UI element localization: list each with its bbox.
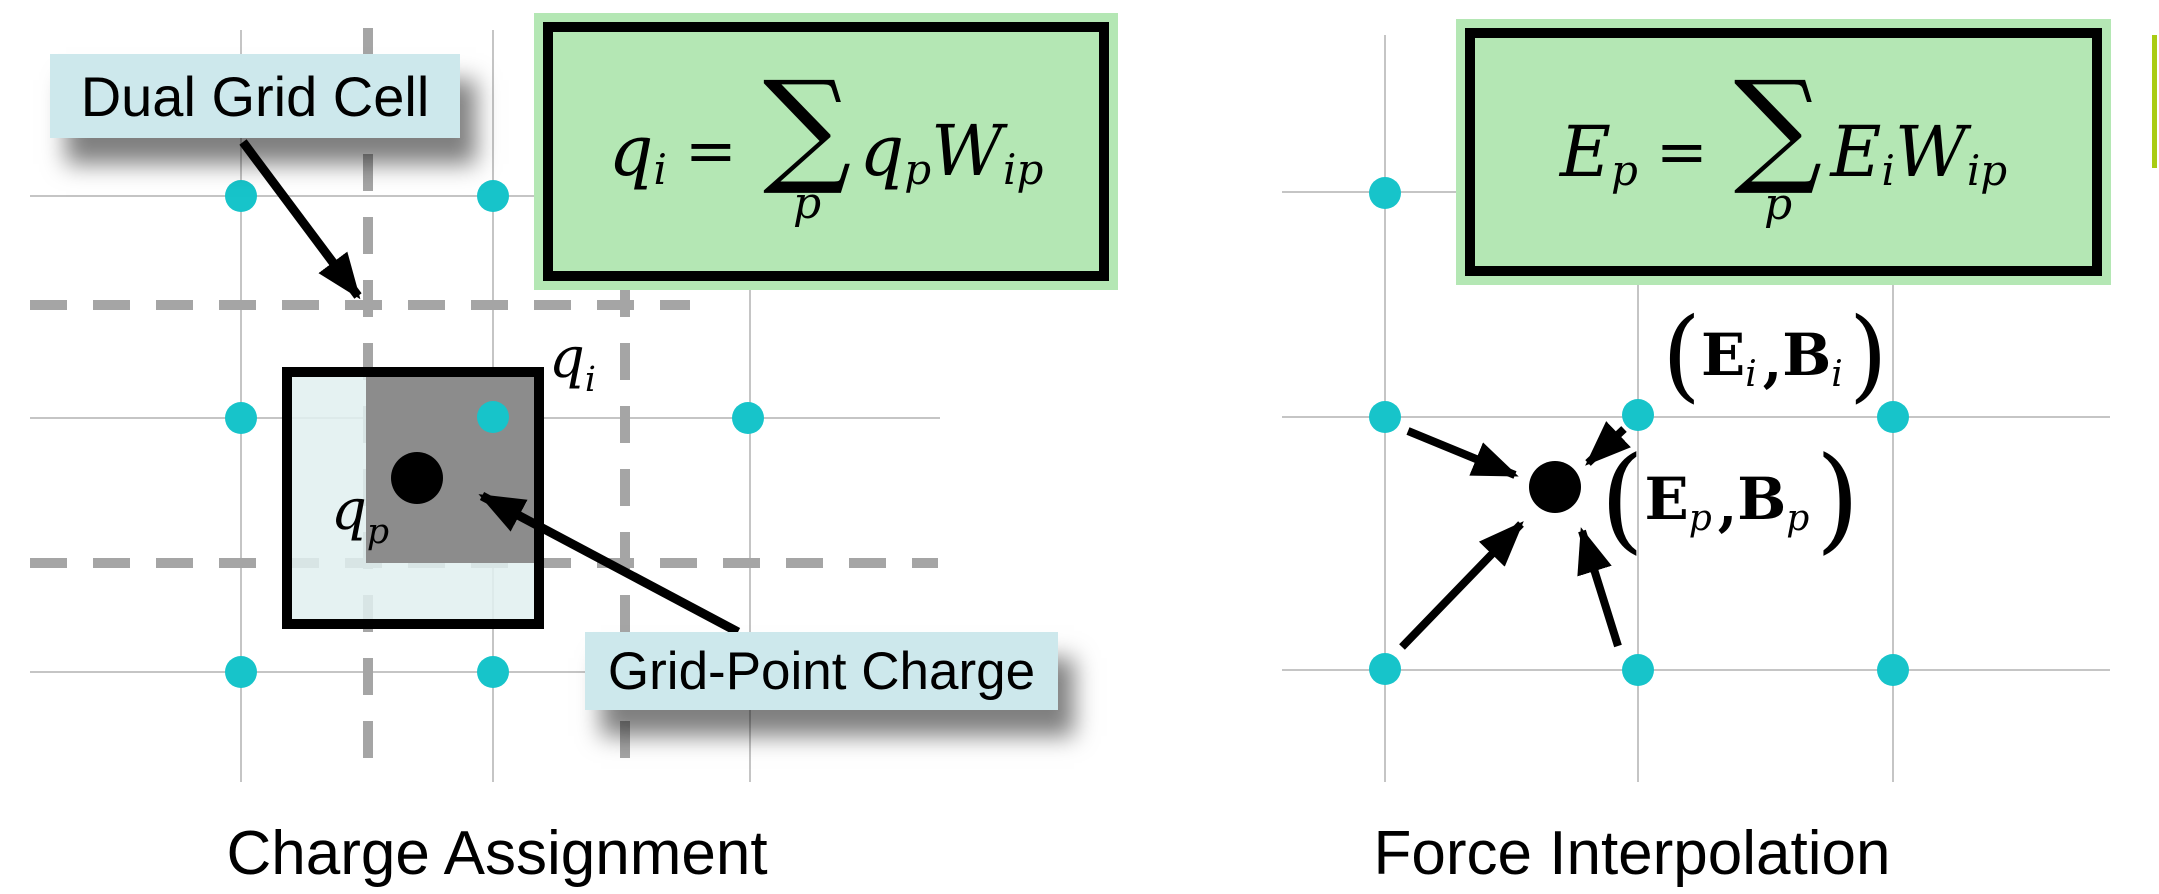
grid-point	[477, 656, 509, 688]
right-panel-caption: Force Interpolation	[1373, 819, 1891, 888]
formula-lhs: q	[608, 110, 654, 193]
grid-point	[1369, 177, 1401, 209]
grid-point	[225, 656, 257, 688]
particle-charge-base: q	[331, 478, 367, 543]
formula-term1: E	[1830, 110, 1882, 193]
formula-lhs-sub: p	[1610, 145, 1638, 195]
sigma-symbol: ∑	[1733, 55, 1823, 200]
formula-term1-sub: i	[1881, 145, 1895, 195]
grid-point	[225, 180, 257, 212]
dual-grid-dashed-horizontal	[30, 300, 690, 310]
formula-term2: W	[931, 110, 1004, 193]
formula-term1-sub: p	[904, 145, 932, 195]
grid-line-horizontal	[1282, 669, 2110, 671]
sigma-limit: p	[793, 178, 822, 230]
formula-term2-sub: ip	[1966, 145, 2008, 195]
open-paren: (	[1600, 432, 1645, 565]
B-symbol: B	[1737, 465, 1787, 534]
grid-line-horizontal	[1282, 416, 2110, 418]
charge-assignment-formula-box: q i = ∑ p q p W ip	[543, 22, 1109, 281]
E-subscript: p	[1688, 498, 1712, 540]
formula-term1: q	[859, 110, 905, 193]
grid-point	[1369, 653, 1401, 685]
particle-charge-sub: p	[366, 511, 390, 552]
interpolation-arrow	[1406, 427, 1519, 479]
particle-dot	[1529, 461, 1581, 513]
formula-term2: W	[1894, 110, 1967, 193]
grid-charge-label: qi	[549, 326, 596, 400]
force-interpolation-formula: E p = ∑ p E i W ip	[1559, 55, 2008, 230]
equals-sign: =	[1655, 114, 1708, 188]
grid-point	[225, 402, 257, 434]
grid-point-charge-arrow	[478, 492, 741, 636]
grid-point	[1622, 654, 1654, 686]
E-symbol: E	[1701, 321, 1746, 389]
comma: ,	[1717, 473, 1738, 540]
grid-point	[477, 401, 509, 433]
grid-field-label: ( E i , B i )	[1662, 296, 1888, 413]
dual-grid-cell-callout-text: Dual Grid Cell	[80, 64, 430, 128]
dual-grid-cell-arrow	[239, 139, 362, 300]
grid-point-charge-callout: Grid-Point Charge	[585, 632, 1058, 710]
E-subscript: i	[1745, 353, 1757, 395]
close-paren: )	[1815, 432, 1860, 565]
grid-point-charge-callout-text: Grid-Point Charge	[607, 641, 1036, 701]
particle-field-label: ( E p , B p )	[1600, 432, 1860, 565]
sigma-symbol: ∑	[762, 54, 852, 199]
E-symbol: E	[1644, 465, 1689, 534]
equals-sign: =	[684, 114, 737, 188]
formula-lhs: E	[1559, 110, 1611, 193]
particle-dot	[391, 452, 443, 504]
close-paren: )	[1848, 296, 1888, 413]
force-interpolation-formula-box: E p = ∑ p E i W ip	[1465, 28, 2102, 276]
particle-charge-label: qp	[331, 478, 389, 552]
B-symbol: B	[1782, 321, 1832, 389]
interpolation-arrow	[1585, 421, 1631, 466]
grid-point	[1877, 654, 1909, 686]
dual-grid-cell-border	[282, 367, 544, 629]
comma: ,	[1762, 328, 1783, 395]
grid-charge-base: q	[549, 326, 585, 391]
charge-assignment-formula: q i = ∑ p q p W ip	[608, 54, 1044, 230]
sigma-limit: p	[1763, 178, 1793, 230]
B-subscript: i	[1831, 353, 1843, 395]
summation: ∑ p	[1733, 55, 1823, 230]
grid-point	[732, 402, 764, 434]
open-paren: (	[1662, 296, 1702, 413]
grid-point	[477, 180, 509, 212]
edge-accent-bar	[2152, 35, 2157, 168]
dual-grid-cell-callout: Dual Grid Cell	[50, 54, 460, 138]
interpolation-arrow	[1399, 521, 1524, 650]
grid-charge-sub: i	[584, 359, 596, 400]
left-panel-caption: Charge Assignment	[226, 819, 768, 888]
interpolation-arrow	[1577, 527, 1622, 648]
grid-point	[1369, 401, 1401, 433]
grid-point	[1877, 401, 1909, 433]
dual-grid-dashed-vertical	[620, 28, 630, 780]
summation: ∑ p	[762, 54, 852, 230]
formula-lhs-sub: i	[653, 145, 667, 195]
B-subscript: p	[1786, 498, 1810, 540]
formula-term2-sub: ip	[1003, 145, 1044, 195]
